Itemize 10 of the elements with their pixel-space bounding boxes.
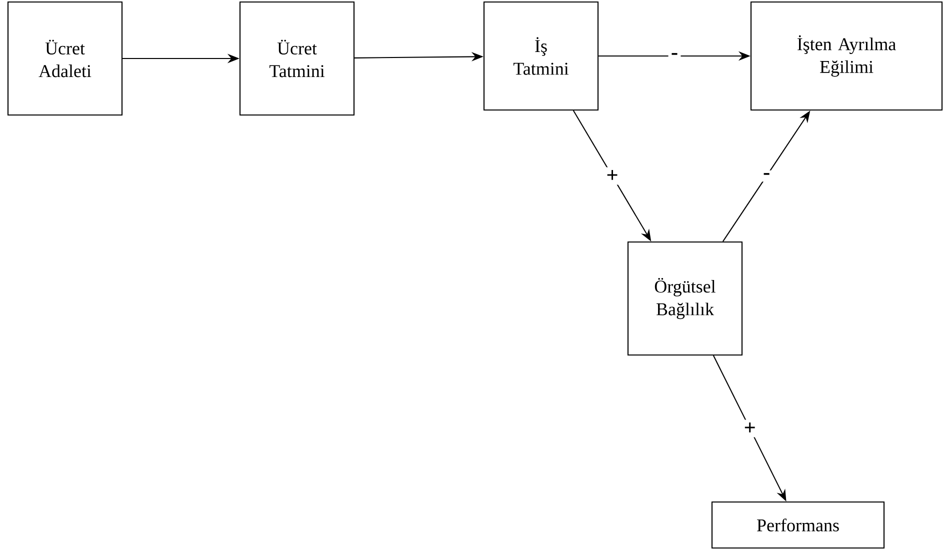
process-box: Ücret Tatmini [239, 1, 355, 116]
edge-label: - [760, 170, 773, 182]
process-box: Ücret Adaleti [7, 1, 123, 116]
edge-label: + [604, 167, 622, 185]
process-box: Örgütsel Bağlılık [627, 241, 743, 356]
edge-label: - [668, 50, 681, 62]
process-box: Performans [711, 501, 885, 549]
process-box: İş Tatmini [483, 1, 599, 111]
edge-label: + [741, 420, 759, 438]
process-box: İşten Ayrılma Eğilimi [750, 1, 943, 111]
